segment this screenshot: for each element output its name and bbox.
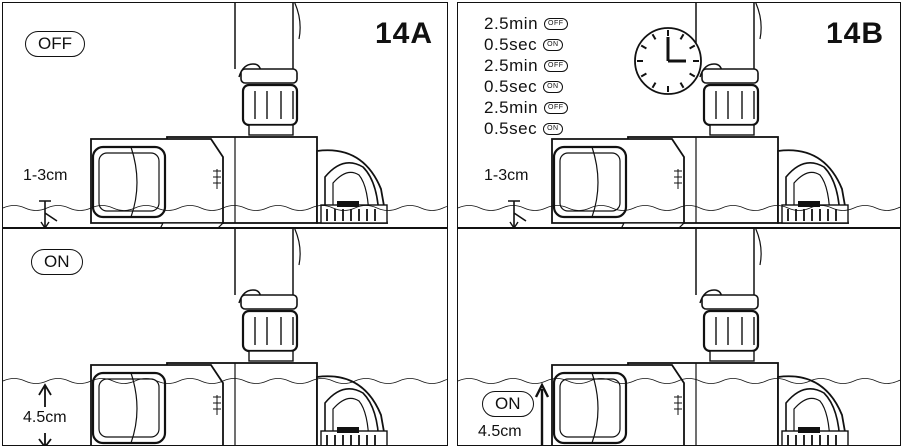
clock-icon [634,27,702,95]
pump-illustration [458,229,900,445]
panel-14a-on: ON 4.5cm [2,228,448,446]
water-depth-label: 4.5cm [478,423,522,440]
water-depth-label: 1-3cm [484,167,529,184]
state-icon: OFF [544,101,568,114]
figure-label: 14A [374,17,433,50]
on-state-badge: ON [31,249,83,275]
pump-illustration [3,3,447,227]
water-depth-label: 1-3cm [23,167,68,184]
pump-illustration [3,229,447,445]
state-icon: ON [543,122,563,135]
water-depth-label: 4.5cm [23,409,67,426]
off-state-badge: OFF [25,31,85,57]
pump-illustration [458,3,900,227]
state-icon: OFF [544,59,568,72]
panel-14a-off: OFF 14A 1-3cm [2,2,448,228]
state-icon: ON [543,80,563,93]
on-state-badge: ON [482,391,534,417]
state-icon: ON [543,38,563,51]
state-icon: OFF [544,17,568,30]
figure-label: 14B [825,17,884,50]
panel-14b-on: ON 4.5cm [457,228,901,446]
